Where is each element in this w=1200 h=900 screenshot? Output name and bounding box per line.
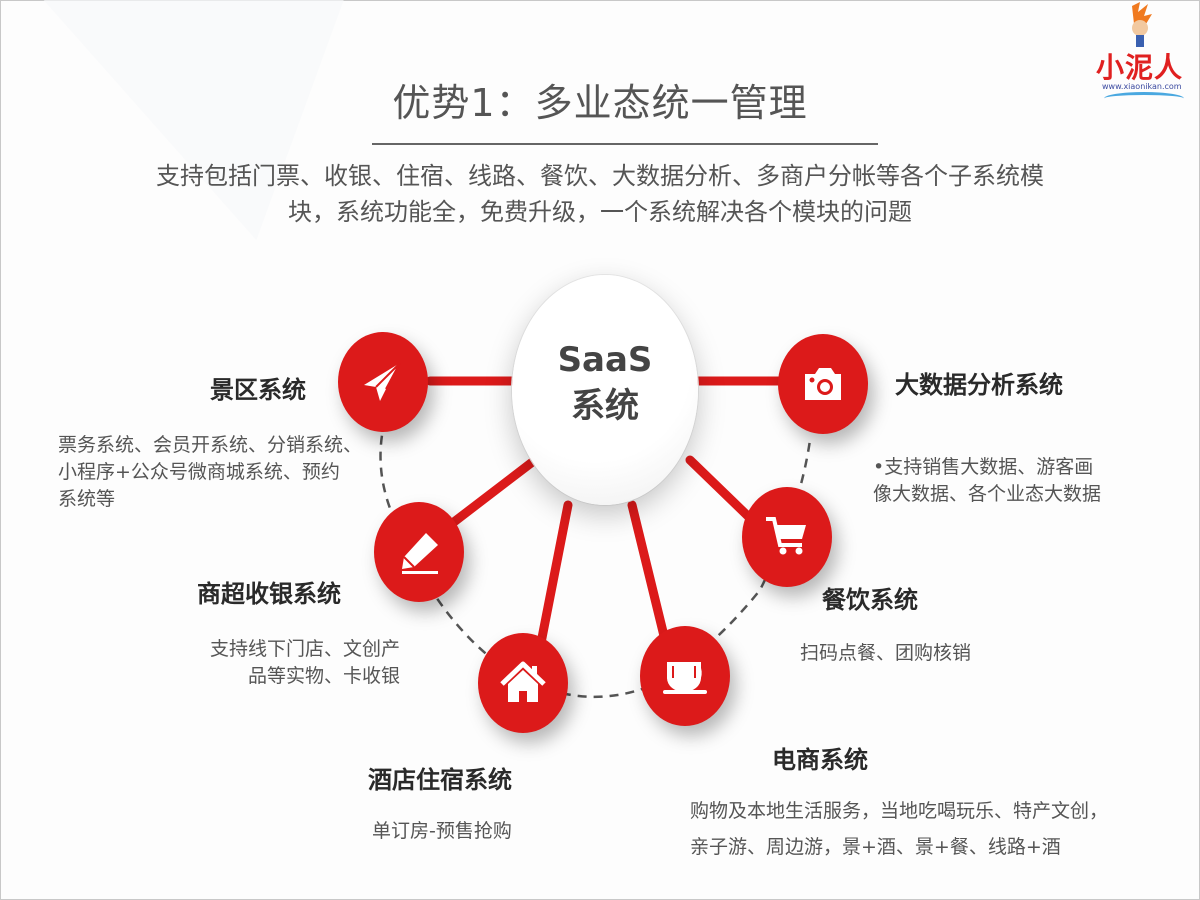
brand-logo: 小泥人 www.xiaonikan.com: [1090, 2, 1200, 107]
subtitle-line-1: 支持包括门票、收银、住宿、线路、餐饮、大数据分析、多商户分帐等各个子系统模: [156, 162, 1044, 190]
desc-line: 票务系统、会员开系统、分销系统、: [58, 434, 363, 456]
node-desc-ecommerce: 购物及本地生活服务，当地吃喝玩乐、特产文创， 亲子游、周边游，景+酒、景+餐、线…: [690, 793, 1108, 865]
mascot-icon: [1132, 2, 1152, 47]
node-label-big-data: 大数据分析系统: [895, 371, 1063, 399]
node-desc-scenic: 票务系统、会员开系统、分销系统、 小程序+公众号微商城系统、预约 系统等: [58, 432, 362, 513]
node-ecommerce-system: [640, 626, 730, 726]
node-desc-retail-pos: 支持线下门店、文创产 品等实物、卡收银: [210, 636, 400, 690]
title-divider: [372, 143, 878, 145]
hub-label: SaaS 系统: [512, 337, 698, 429]
node-label-catering: 餐饮系统: [822, 586, 918, 614]
node-scenic-system: [338, 332, 428, 432]
saas-hub: SaaS 系统: [512, 275, 698, 505]
paper-plane-icon: [364, 362, 401, 401]
page-title: 优势1：多业态统一管理: [392, 81, 808, 125]
desc-line: •支持销售大数据、游客画: [873, 456, 1094, 478]
desc-line: 扫码点餐、团购核销: [800, 642, 972, 664]
hub-label-line1: SaaS: [557, 340, 653, 380]
desc-line: 小程序+公众号微商城系统、预约: [58, 461, 340, 483]
node-label-retail-pos: 商超收银系统: [197, 580, 341, 608]
desc-line: 系统等: [58, 488, 116, 510]
pencil-icon: [402, 533, 438, 574]
node-big-data-system: [778, 334, 868, 434]
house-icon: [500, 661, 546, 702]
node-desc-hotel: 单订房-预售抢购: [372, 818, 512, 845]
node-label-scenic: 景区系统: [210, 376, 306, 404]
page-subtitle: 支持包括门票、收银、住宿、线路、餐饮、大数据分析、多商户分帐等各个子系统模 块，…: [150, 158, 1050, 230]
node-label-ecommerce: 电商系统: [772, 746, 868, 774]
logo-text: 小泥人: [1096, 51, 1184, 84]
node-hotel-system: [478, 633, 568, 733]
desc-line: 像大数据、各个业态大数据: [873, 483, 1102, 505]
node-label-hotel: 酒店住宿系统: [368, 766, 512, 794]
logo-wave: [1104, 92, 1184, 105]
desc-line: 品等实物、卡收银: [248, 665, 401, 687]
logo-url: www.xiaonikan.com: [1102, 82, 1182, 91]
subtitle-line-2: 块，系统功能全，免费升级，一个系统解决各个模块的问题: [288, 198, 912, 226]
camera-icon: [805, 368, 841, 400]
desc-line: 支持线下门店、文创产: [210, 638, 401, 660]
coffee-cup-icon: [663, 662, 707, 694]
desc-line: 单订房-预售抢购: [372, 820, 512, 842]
desc-line: 亲子游、周边游，景+酒、景+餐、线路+酒: [690, 836, 1061, 858]
hub-label-line2: 系统: [571, 386, 639, 426]
desc-line: 购物及本地生活服务，当地吃喝玩乐、特产文创，: [690, 800, 1109, 822]
node-desc-big-data: •支持销售大数据、游客画 像大数据、各个业态大数据: [873, 454, 1101, 508]
node-catering-system: [742, 487, 832, 587]
shopping-cart-icon: [766, 517, 806, 555]
node-retail-pos-system: [374, 502, 464, 602]
node-desc-catering: 扫码点餐、团购核销: [800, 640, 971, 667]
